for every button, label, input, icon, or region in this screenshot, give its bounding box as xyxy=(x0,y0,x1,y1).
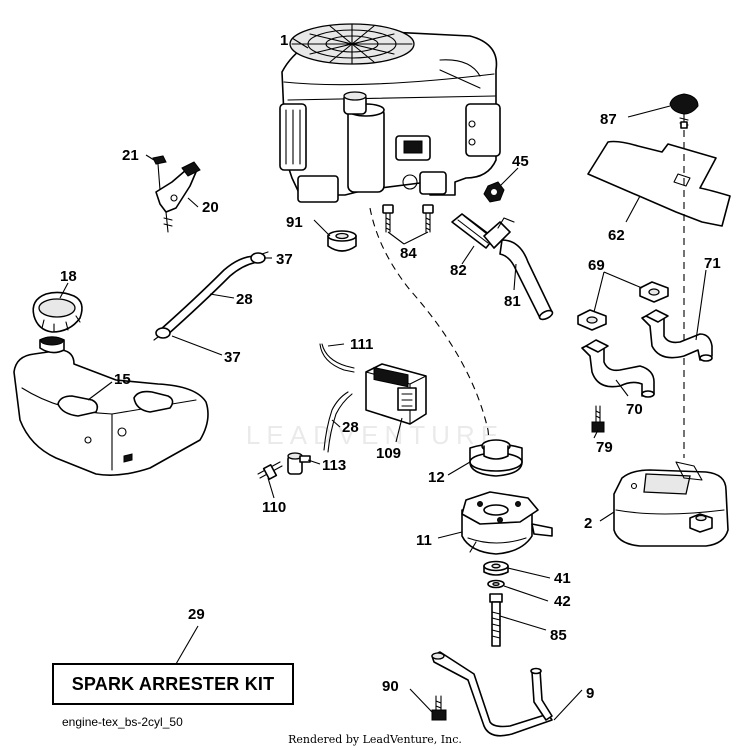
clamp-part-37-bottom[interactable] xyxy=(153,327,171,341)
callout-37-upper: 37 xyxy=(276,251,293,268)
callout-29: 29 xyxy=(188,606,205,623)
gasket-part-69-a[interactable] xyxy=(639,281,669,303)
callout-12: 12 xyxy=(428,469,445,486)
callout-110: 110 xyxy=(262,499,286,516)
callout-2: 2 xyxy=(584,515,592,532)
callout-9: 9 xyxy=(586,685,594,702)
callout-109: 109 xyxy=(376,445,401,462)
exhaust-pipe-part-71[interactable] xyxy=(641,309,713,362)
callout-91: 91 xyxy=(286,214,303,231)
callout-42: 42 xyxy=(554,593,571,610)
fuel-filter-part-82[interactable] xyxy=(451,213,515,249)
callout-20: 20 xyxy=(202,199,219,216)
bolt-part-85[interactable] xyxy=(489,593,503,647)
fitting-part-113[interactable] xyxy=(287,452,311,475)
engine-part-1[interactable] xyxy=(279,23,501,203)
callout-21: 21 xyxy=(122,147,139,164)
callout-18: 18 xyxy=(60,268,77,285)
diagram-id: engine-tex_bs-2cyl_50 xyxy=(62,715,183,729)
callout-69: 69 xyxy=(588,257,605,274)
pulley-part-12[interactable] xyxy=(469,439,523,477)
spark-arrester-kit-label: SPARK ARRESTER KIT xyxy=(71,673,275,694)
fuel-hose-part-81[interactable] xyxy=(499,239,554,321)
callout-labels: 1 2 9 11 12 15 18 20 21 28 28 29 37 37 4… xyxy=(60,32,721,702)
fuel-pump-part-109[interactable] xyxy=(365,363,427,425)
spark-arrester-kit-box[interactable]: SPARK ARRESTER KIT xyxy=(52,663,294,705)
rendered-by-credit: Rendered by LeadVenture, Inc. xyxy=(288,733,462,746)
callout-28-lower: 28 xyxy=(342,419,359,436)
callout-62: 62 xyxy=(608,227,625,244)
belt-guide-part-9[interactable] xyxy=(431,651,553,737)
callout-84: 84 xyxy=(400,245,417,262)
callout-70: 70 xyxy=(626,401,643,418)
callout-82: 82 xyxy=(450,262,467,279)
spacer-part-91[interactable] xyxy=(327,230,357,252)
callout-1: 1 xyxy=(280,32,288,49)
callout-113: 113 xyxy=(322,457,346,474)
callout-87: 87 xyxy=(600,111,617,128)
callout-90: 90 xyxy=(382,678,399,695)
muffler-part-2[interactable] xyxy=(613,461,729,547)
callout-79: 79 xyxy=(596,439,613,456)
fuel-line-part-28-lower[interactable] xyxy=(323,391,353,453)
throttle-control-part-20[interactable] xyxy=(155,161,201,233)
knob-part-87[interactable] xyxy=(669,93,699,129)
gasket-part-69-b[interactable] xyxy=(577,309,607,331)
washer-part-42[interactable] xyxy=(487,579,505,589)
electric-clutch-part-11[interactable] xyxy=(461,491,553,555)
callout-28-upper: 28 xyxy=(236,291,253,308)
fitting-part-110[interactable] xyxy=(257,461,283,480)
callout-85: 85 xyxy=(550,627,567,644)
bolts-part-84[interactable] xyxy=(382,204,434,233)
callout-15: 15 xyxy=(114,371,131,388)
heat-shield-part-62[interactable] xyxy=(587,140,731,227)
callout-81: 81 xyxy=(504,293,521,310)
screw-part-79[interactable] xyxy=(591,405,605,433)
watermark: LEADVENTURE xyxy=(245,420,505,450)
callout-37-lower: 37 xyxy=(224,349,241,366)
fuel-line-part-111[interactable] xyxy=(319,343,355,373)
bolt-part-21[interactable] xyxy=(152,155,167,191)
callout-71: 71 xyxy=(704,255,721,272)
callout-111: 111 xyxy=(350,336,373,353)
washer-part-41[interactable] xyxy=(483,560,509,576)
nut-part-45[interactable] xyxy=(483,181,505,203)
exhaust-pipe-part-70[interactable] xyxy=(581,339,655,398)
bolt-part-90[interactable] xyxy=(431,695,447,721)
fuel-tank-part-15[interactable] xyxy=(13,336,209,476)
callout-45: 45 xyxy=(512,153,529,170)
leader-lines xyxy=(59,37,707,721)
fuel-cap-part-18[interactable] xyxy=(32,291,83,333)
callout-41: 41 xyxy=(554,570,571,587)
callout-11: 11 xyxy=(416,532,432,549)
